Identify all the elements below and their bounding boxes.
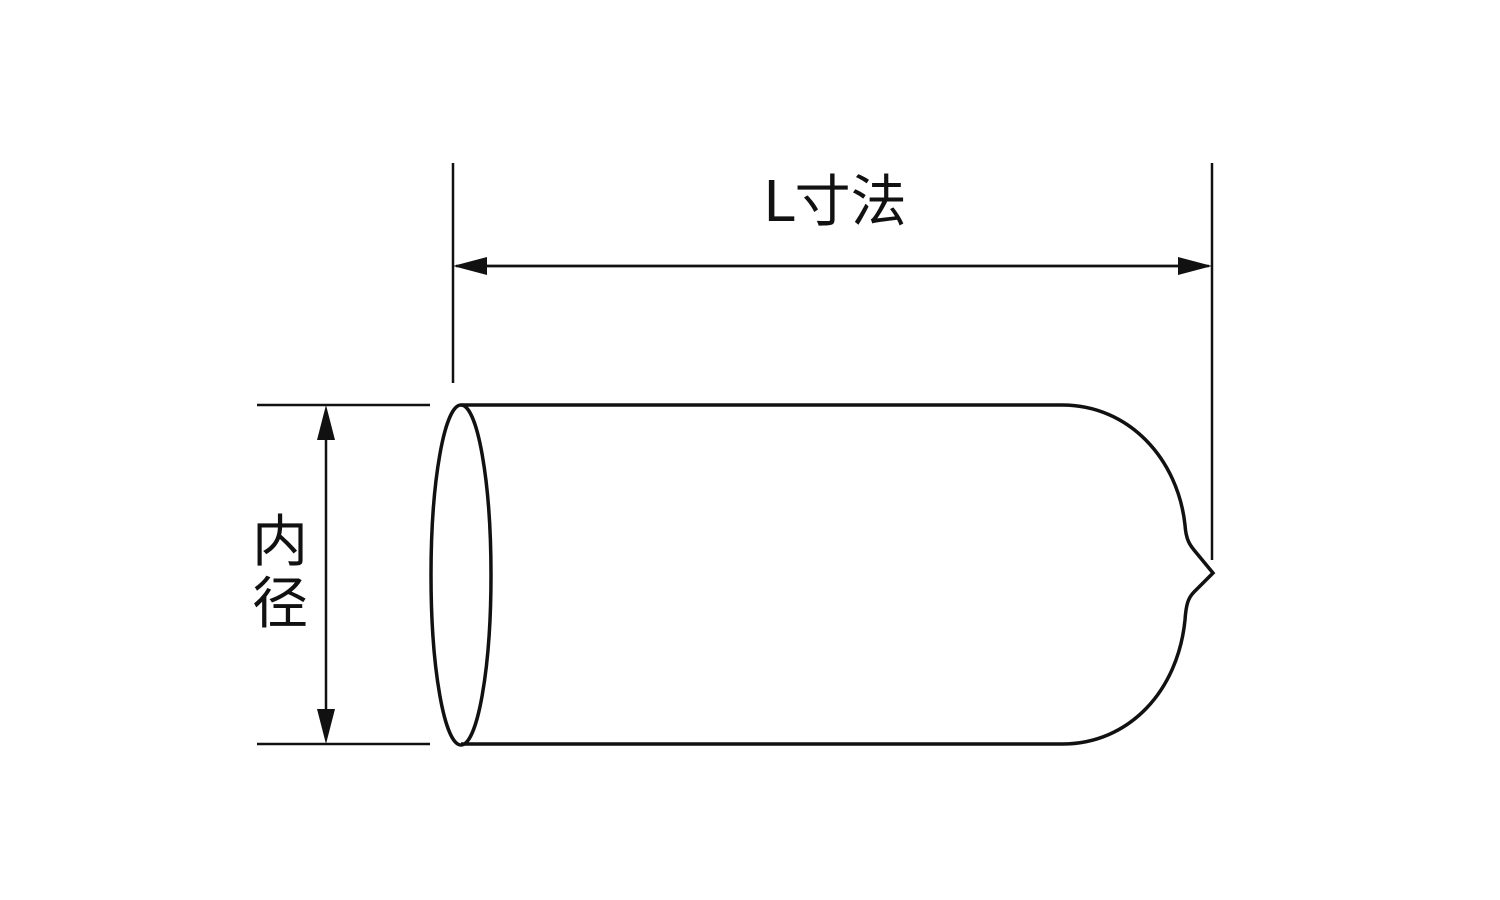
arrowhead-right: [1178, 257, 1212, 275]
length-dimension-label: L寸法: [763, 170, 907, 235]
inner-diameter-label: 内径: [248, 512, 312, 636]
cap-opening: [429, 403, 493, 747]
arrowhead-left: [453, 257, 487, 275]
arrowhead-bottom: [317, 709, 335, 744]
cap-body-outline: [461, 403, 1216, 746]
arrowhead-top: [317, 405, 335, 440]
inner-diameter-text: 内径: [252, 510, 308, 637]
